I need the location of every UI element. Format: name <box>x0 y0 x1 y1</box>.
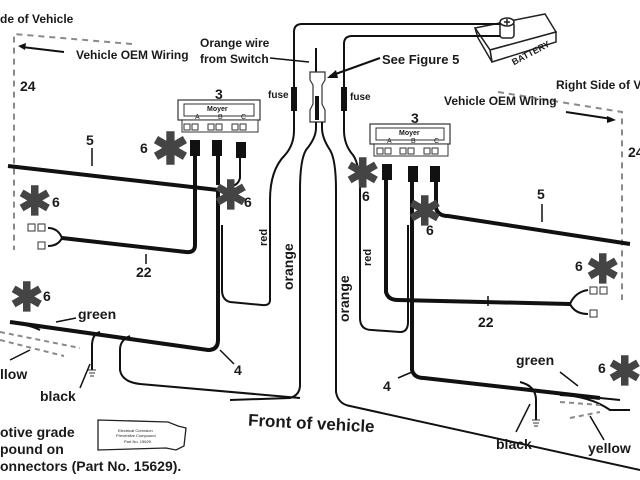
tube-text-1: Electrical Corrosion <box>118 428 153 433</box>
note-line-3: onnectors (Part No. 15629). <box>0 458 182 474</box>
oem-wiring-left-label: Vehicle OEM Wiring <box>76 48 189 62</box>
oem-boundary-right <box>497 91 623 300</box>
arrow-icon <box>18 43 65 53</box>
six-label: 6 <box>43 288 51 304</box>
part-4-left: 4 <box>234 362 242 378</box>
asterisk-icon: ✱ <box>18 180 52 224</box>
tube-text-3: Part No. 15629 <box>124 439 151 444</box>
six-label: 6 <box>426 222 434 238</box>
see-figure-label: See Figure 5 <box>382 52 460 67</box>
note-line-2: pound on <box>0 441 64 457</box>
port-a-right: A <box>387 138 392 145</box>
port-b-left: B <box>218 114 223 121</box>
red-wire-right-label: red <box>362 248 374 266</box>
compound-tube-icon <box>97 419 187 451</box>
asterisk-icon: ✱ <box>608 350 640 394</box>
left-side-label: de of Vehicle <box>0 12 74 26</box>
green-left-label: green <box>78 306 117 322</box>
asterisk-icon: ✱ <box>10 276 44 320</box>
port-c-left: C <box>241 114 247 121</box>
port-c-right: C <box>434 138 440 145</box>
oem-wiring-right-label: Vehicle OEM Wiring <box>444 94 557 108</box>
fuse-right-label: fuse <box>350 92 371 103</box>
part-5-left: 5 <box>86 132 94 148</box>
battery-icon <box>473 13 558 63</box>
six-label: 6 <box>244 194 252 210</box>
module-right-number: 3 <box>411 110 419 126</box>
module-left <box>177 99 261 158</box>
orange-wire-right-label: orange <box>336 275 352 322</box>
asterisk-icon: ✱ <box>408 190 442 234</box>
part-5-right: 5 <box>537 186 545 202</box>
six-label: 6 <box>52 194 60 210</box>
asterisk-icon: ✱ <box>152 125 189 174</box>
six-label: 6 <box>140 140 148 156</box>
part-24-right: 24 <box>628 144 640 160</box>
orange-wire-label-2: from Switch <box>200 52 269 66</box>
port-a-left: A <box>195 114 200 121</box>
arrow-icon <box>565 111 616 123</box>
part-4-right: 4 <box>383 378 391 394</box>
tube-text-2: Preventive Compound <box>116 433 156 438</box>
module-left-brand: Moyer <box>207 106 228 113</box>
green-right-label: green <box>516 352 555 368</box>
yellow-left-label: llow <box>0 366 28 382</box>
six-label: 6 <box>362 188 370 204</box>
module-right <box>369 123 451 182</box>
fuse-left-label: fuse <box>268 90 289 101</box>
six-label: 6 <box>575 258 583 274</box>
port-b-right: B <box>411 138 416 145</box>
note-line-1: otive grade <box>0 424 75 440</box>
asterisk-icon: ✱ <box>346 152 380 196</box>
part-22-left: 22 <box>136 264 152 280</box>
part-24-left: 24 <box>20 78 36 94</box>
asterisk-icon: ✱ <box>214 174 248 218</box>
module-left-number: 3 <box>215 86 223 102</box>
fuse-right <box>341 87 347 111</box>
six-label: 6 <box>598 360 606 376</box>
part-22-right: 22 <box>478 314 494 330</box>
yellow-right-label: yellow <box>588 440 631 456</box>
orange-wire-left-label: orange <box>280 243 296 290</box>
black-left-label: black <box>40 388 76 404</box>
module-right-brand: Moyer <box>399 130 420 137</box>
red-wire-left-label: red <box>258 228 270 246</box>
asterisk-icon: ✱ <box>586 248 620 292</box>
black-right-label: black <box>496 436 532 452</box>
orange-wire-label-1: Orange wire <box>200 36 270 50</box>
right-side-label: Right Side of Ve <box>556 78 640 92</box>
fuse-left <box>291 87 297 111</box>
